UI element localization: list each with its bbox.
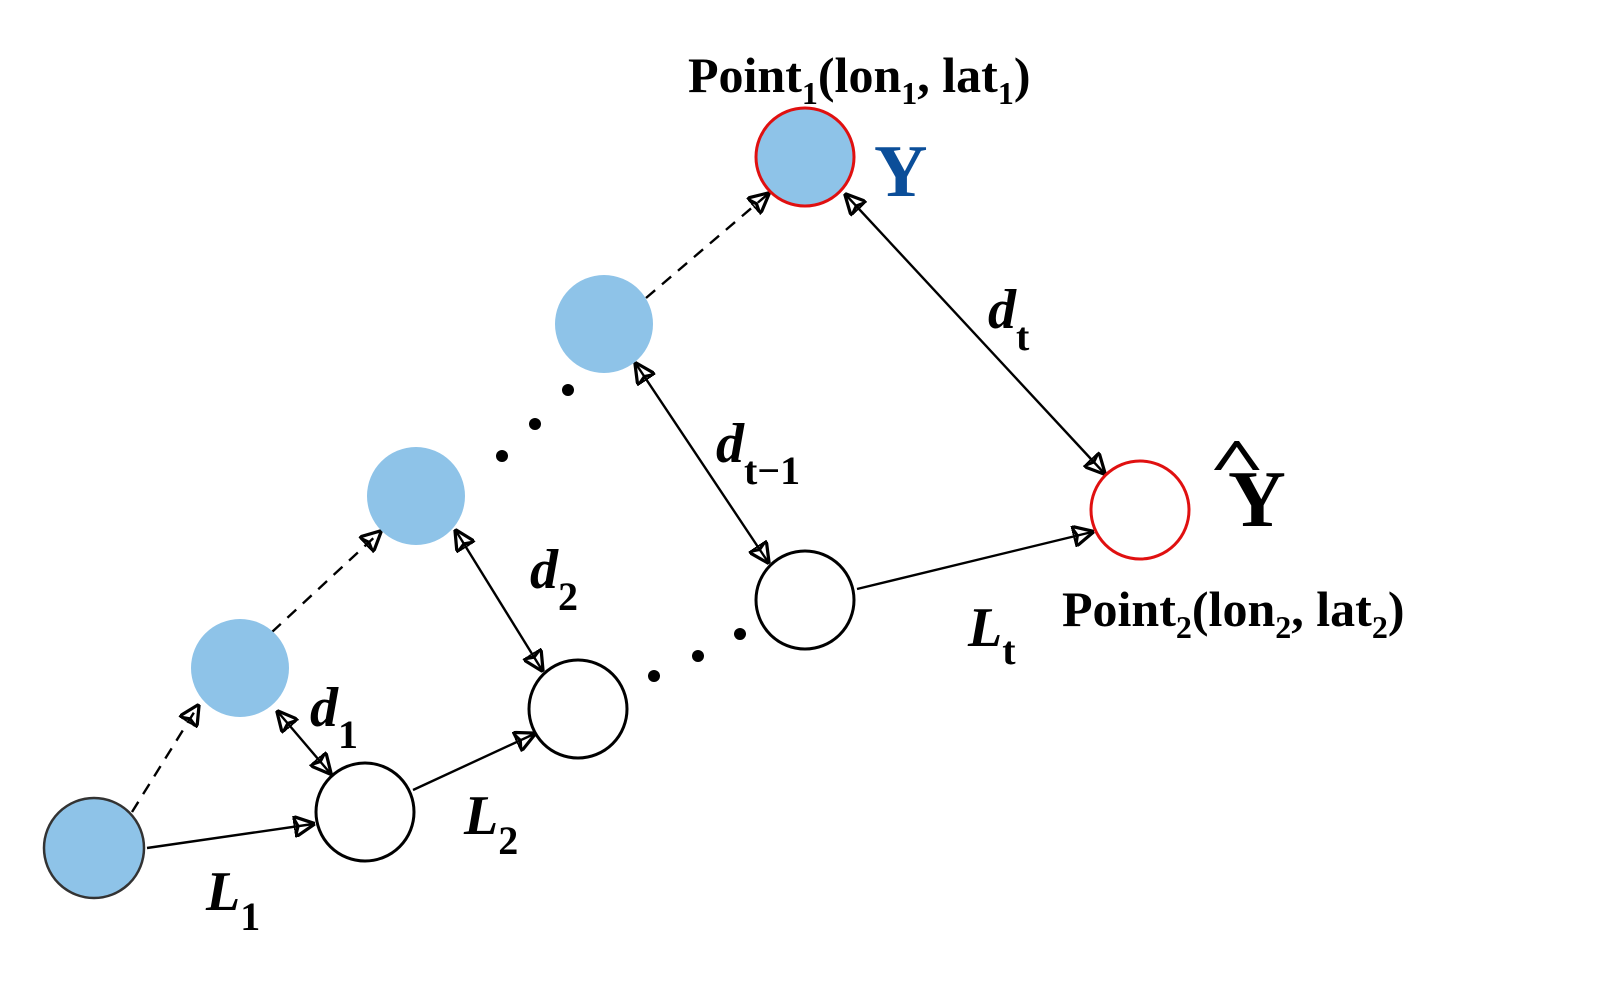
arrow-L2 <box>412 734 534 792</box>
predicted-path-arrows <box>146 532 1092 850</box>
predicted-node <box>527 658 629 760</box>
predicted-node <box>314 761 416 863</box>
arrow-Lt <box>856 532 1092 591</box>
arrow-dt-1 <box>636 364 768 562</box>
dt-1-label: dt−1 <box>716 413 800 493</box>
predicted-node-final <box>1089 459 1191 561</box>
actual-path-arrows <box>130 194 768 813</box>
ellipsis-dots <box>496 384 746 682</box>
actual-node <box>555 275 653 373</box>
Lt-label: Lt <box>967 597 1016 673</box>
arrow-L1 <box>146 824 313 850</box>
predicted-node <box>754 549 856 651</box>
actual-node <box>191 619 289 717</box>
ellipsis-dot <box>562 384 574 396</box>
arrow-d2 <box>456 531 542 670</box>
actual-node-start <box>42 796 146 900</box>
actual-node-final <box>754 106 856 208</box>
ellipsis-dot <box>692 650 704 662</box>
actual-node <box>367 447 465 545</box>
y-label: Y <box>874 131 927 213</box>
ellipsis-dot <box>648 670 660 682</box>
dashed-arrow-a0-a1 <box>130 706 198 813</box>
L2-label: L2 <box>463 785 518 863</box>
point1-label: Point1(lon1, lat1) <box>688 47 1030 111</box>
ellipsis-dot <box>529 418 541 430</box>
ellipsis-dot <box>496 450 508 462</box>
dashed-arrow-a1-a2 <box>271 532 380 633</box>
arrow-dt <box>846 195 1104 473</box>
arrow-d1 <box>278 712 330 773</box>
d2-label: d2 <box>530 539 578 619</box>
dt-label: dt <box>988 279 1030 359</box>
predicted-nodes <box>314 459 1191 863</box>
d1-label: d1 <box>310 677 358 757</box>
distance-arrows <box>278 195 1104 773</box>
L1-label: L1 <box>205 861 260 939</box>
point2-label: Point2(lon2, lat2) <box>1062 581 1404 645</box>
dashed-arrow-a3-a4 <box>645 194 768 299</box>
actual-nodes <box>42 106 856 900</box>
y-hat-label: Y <box>1228 456 1286 544</box>
ellipsis-dot <box>734 628 746 640</box>
y-hat-caret: ^ <box>1208 427 1266 496</box>
